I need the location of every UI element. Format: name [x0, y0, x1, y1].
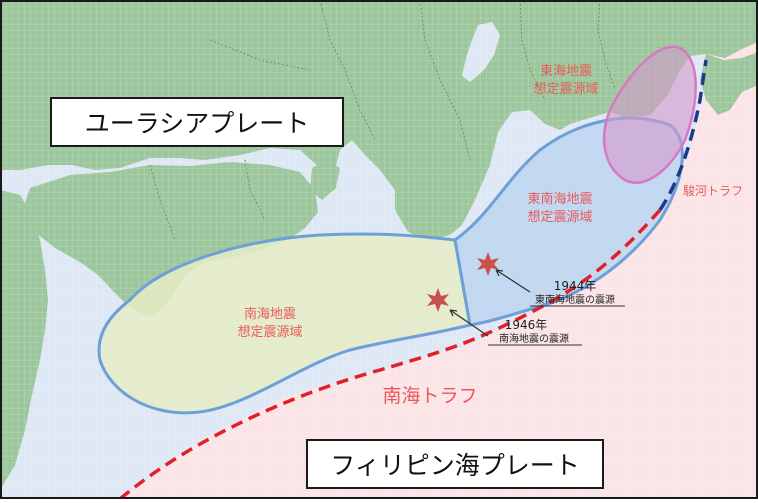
epicenter-1944-year: 1944年: [554, 279, 597, 293]
tokai-source-zone: [602, 45, 697, 184]
epicenter-1946-arrow: [449, 309, 489, 337]
epicenter-1944-arrow: [495, 269, 531, 293]
zone-divider: [454, 239, 471, 326]
tonankai-zone-label-line1: 東南海地震: [527, 191, 592, 207]
nankai-zone-label-line2: 想定震源域: [237, 324, 302, 340]
nankai-trough-line: [118, 208, 662, 501]
nankai-zone-label-line1: 南海地震: [244, 306, 296, 322]
tokai-zone-label-line1: 東海地震: [540, 63, 592, 79]
star-icon: [427, 288, 449, 312]
suruga-trough-label: 駿河トラフ: [683, 184, 743, 198]
epicenter-1944-caption: 東南海地震の震源: [535, 293, 615, 306]
eurasian-plate-label: ユーラシアプレート: [50, 97, 344, 147]
suruga-trough-line: [658, 59, 708, 211]
tonankai-zone-label-line2: 想定震源域: [527, 209, 592, 225]
epicenter-1946-year: 1946年: [505, 318, 548, 332]
nankai-source-zone: [97, 232, 472, 415]
nankai-trough-label: 南海トラフ: [382, 385, 477, 407]
tokai-zone-label-line2: 想定震源域: [533, 81, 598, 97]
star-icon: [477, 252, 499, 276]
philippine-sea-plate-label: フィリピン海プレート: [306, 439, 604, 489]
epicenter-1946-caption: 南海地震の震源: [499, 332, 569, 345]
